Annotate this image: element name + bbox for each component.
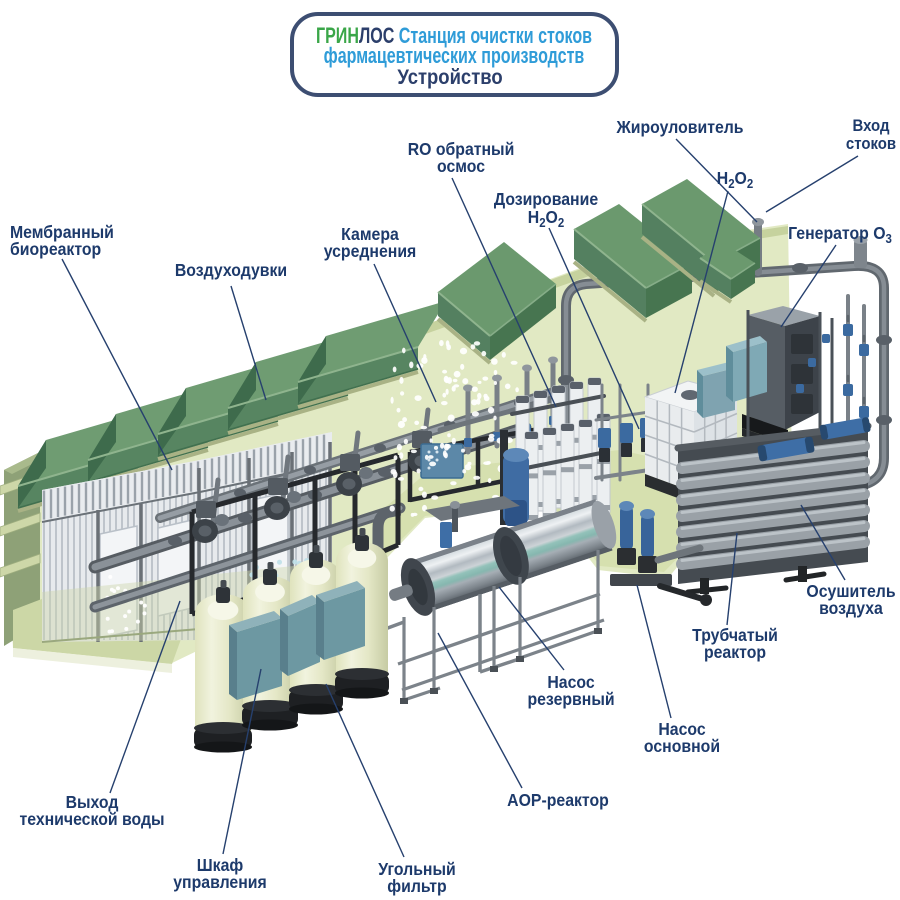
svg-text:Мембранный: Мембранный <box>10 222 114 242</box>
svg-text:воздуха: воздуха <box>819 598 883 618</box>
svg-text:резервный: резервный <box>527 689 614 709</box>
svg-text:AOP-реактор: AOP-реактор <box>507 790 609 810</box>
svg-text:Устройство: Устройство <box>397 66 502 89</box>
svg-text:осмос: осмос <box>437 156 485 176</box>
svg-text:Выход: Выход <box>66 792 119 812</box>
svg-text:Жироуловитель: Жироуловитель <box>616 117 744 137</box>
svg-text:основной: основной <box>644 736 720 756</box>
svg-text:фильтр: фильтр <box>387 876 446 896</box>
svg-text:Вход: Вход <box>853 117 890 135</box>
svg-text:фармацевтических производств: фармацевтических производств <box>324 45 585 69</box>
svg-text:RO обратный: RO обратный <box>408 139 515 159</box>
svg-text:управления: управления <box>173 872 267 892</box>
svg-text:Угольный: Угольный <box>378 859 455 879</box>
svg-text:Насос: Насос <box>658 719 705 739</box>
svg-text:Шкаф: Шкаф <box>197 855 244 875</box>
svg-text:Насос: Насос <box>547 672 594 692</box>
svg-text:Воздуходувки: Воздуходувки <box>175 260 287 280</box>
svg-text:технической воды: технической воды <box>19 809 164 829</box>
svg-text:усреднения: усреднения <box>324 241 417 261</box>
svg-text:H2O2: H2O2 <box>528 207 565 230</box>
svg-text:Дозирование: Дозирование <box>494 189 598 209</box>
svg-text:стоков: стоков <box>846 135 896 153</box>
svg-text:ГРИНЛОС Станция очистки стоков: ГРИНЛОС Станция очистки стоков <box>316 25 592 49</box>
svg-text:Осушитель: Осушитель <box>806 581 895 601</box>
svg-text:Генератор O3: Генератор O3 <box>788 223 892 246</box>
svg-text:реактор: реактор <box>704 642 766 662</box>
svg-text:Трубчатый: Трубчатый <box>692 625 778 645</box>
svg-text:H2O2: H2O2 <box>717 168 754 191</box>
svg-text:Камера: Камера <box>341 224 399 244</box>
svg-text:биореактор: биореактор <box>10 239 101 259</box>
